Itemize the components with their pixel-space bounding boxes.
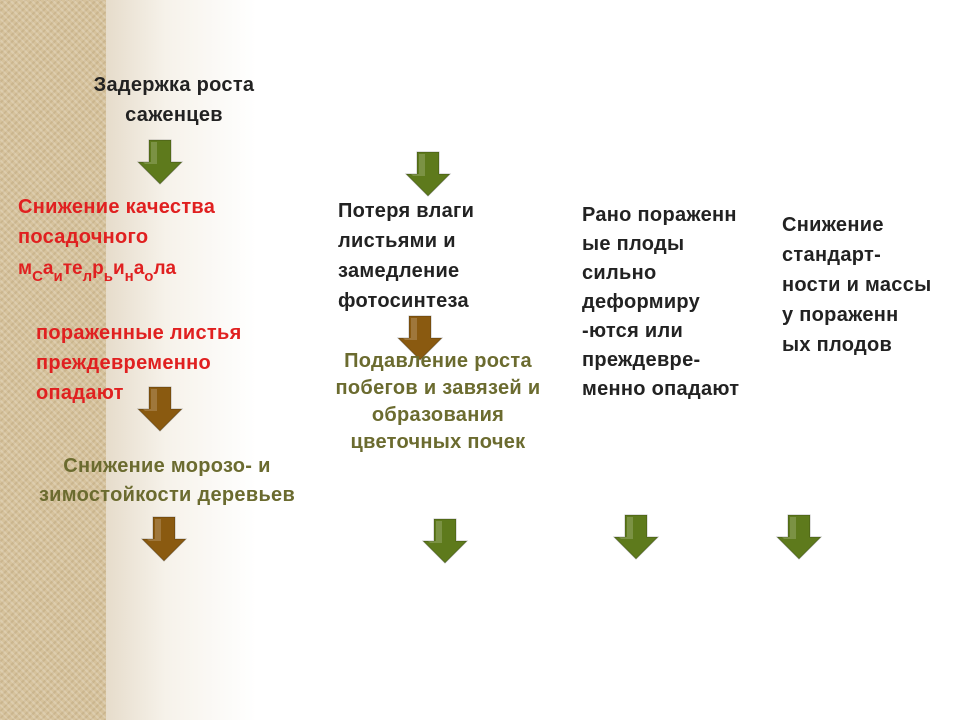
frost-resistance-node: Снижение морозо- и зимостойкости деревье… [38,455,296,506]
root-node-growth-delay: Задержка роста саженцев [93,74,255,126]
arrow-down-icon [136,385,184,433]
growth-suppression-node: Подавление роста побегов и завязей и обр… [335,350,541,453]
quality-line-2: посадочного [18,226,149,248]
quality-line-1: Снижение качества [18,196,216,218]
leaves-fall-node: пораженные листья преждевременно опадают [36,322,242,404]
moisture-loss-node: Потеря влаги листьями и замедление фотос… [338,200,475,312]
material-seg-11: о [144,268,154,285]
arrow-down-icon [396,314,444,362]
arrow-down-icon [612,513,660,561]
arrow-down-icon [775,513,823,561]
material-seg-5: л [82,268,93,285]
arrow-down-icon [140,515,188,563]
deformed-fruits-node: Рано пораженн ые плоды сильно деформиру … [582,204,740,400]
material-word: мСаителрьинаола [18,256,308,287]
arrow-down-icon [136,138,184,186]
material-seg-10: а [133,258,145,279]
material-seg-4: те [62,258,83,279]
material-seg-2: а [42,258,54,279]
material-seg-6: р [92,258,104,279]
material-seg-12: ла [153,258,177,279]
material-seg-3: и [53,268,63,285]
material-seg-8: и [112,258,125,279]
standard-loss-node: Снижение стандарт- ности и массы у пораж… [782,214,932,356]
decorative-fade [106,0,256,720]
arrow-down-icon [421,517,469,565]
material-seg-1: С [32,268,43,285]
quality-node: Снижение качества посадочного мСаителрьи… [18,192,308,287]
material-seg-0: м [18,258,33,279]
material-seg-7: ь [103,268,113,285]
arrow-down-icon [404,150,452,198]
material-seg-9: н [124,268,134,285]
decorative-stripe [0,0,106,720]
